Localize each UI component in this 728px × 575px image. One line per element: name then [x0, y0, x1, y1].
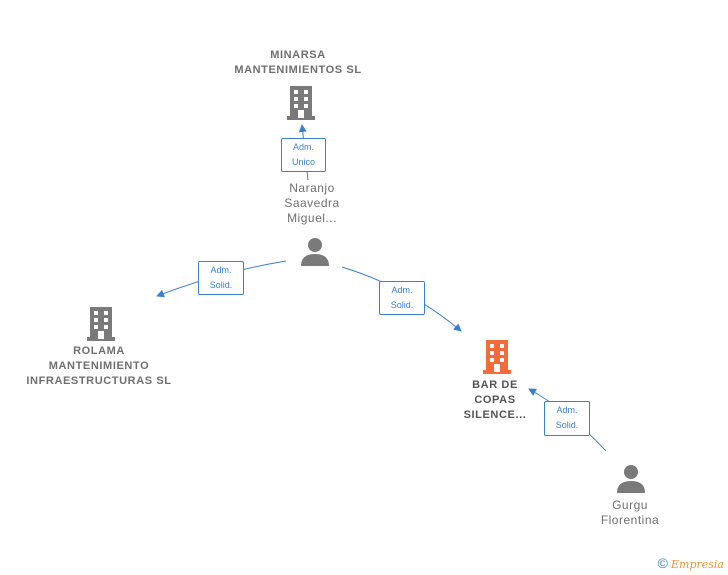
- building-icon: [287, 86, 315, 120]
- node-naranjo-line1: Naranjo: [289, 181, 335, 195]
- node-rolama-line1: ROLAMA: [73, 345, 125, 357]
- building-icon: [87, 307, 115, 341]
- edge-label-e1-line2: Unico: [291, 157, 315, 167]
- person-icon: [617, 465, 645, 493]
- edge-label-e2-line2: Solid.: [209, 280, 233, 290]
- node-gurgu-line2: Florentina: [600, 513, 660, 527]
- edge-label-e2-line1: Adm.: [210, 265, 232, 275]
- node-naranjo[interactable]: Naranjo Saavedra Miguel...: [262, 181, 362, 226]
- person-icon: [301, 238, 329, 266]
- footer-brand: © Empresia: [658, 555, 724, 571]
- edge-label-e4-line1: Adm.: [556, 405, 578, 415]
- edge-label-adm-unico[interactable]: Adm. Unico: [281, 138, 326, 172]
- node-bar-line3: SILENCE...: [463, 409, 527, 421]
- node-gurgu-line1: Gurgu: [612, 498, 648, 512]
- edge-label-adm-solid-bar[interactable]: Adm. Solid.: [379, 281, 425, 315]
- edge-label-e4-line2: Solid.: [555, 420, 579, 430]
- edge-label-e3-line2: Solid.: [390, 300, 414, 310]
- edge-label-e3-line1: Adm.: [391, 285, 413, 295]
- node-bar-line1: BAR DE: [472, 379, 518, 391]
- node-rolama-line3: INFRAESTRUCTURAS SL: [26, 375, 172, 387]
- node-gurgu[interactable]: Gurgu Florentina: [580, 498, 680, 528]
- building-icon-focus: [483, 340, 511, 374]
- brand-logo-text: Empresia: [671, 558, 724, 571]
- node-naranjo-line3: Miguel...: [287, 211, 337, 225]
- node-rolama-line2: MANTENIMIENTO: [48, 360, 150, 372]
- node-minarsa[interactable]: MINARSA MANTENIMIENTOS SL: [218, 48, 378, 78]
- copyright-icon: ©: [657, 555, 668, 571]
- node-bar-line2: COPAS: [474, 394, 516, 406]
- node-minarsa-line1: MINARSA: [270, 49, 326, 61]
- node-naranjo-line2: Saavedra: [284, 196, 340, 210]
- node-bar-de-copas[interactable]: BAR DE COPAS SILENCE...: [440, 378, 550, 423]
- node-minarsa-line2: MANTENIMIENTOS SL: [234, 64, 362, 76]
- node-rolama[interactable]: ROLAMA MANTENIMIENTO INFRAESTRUCTURAS SL: [14, 344, 184, 389]
- edge-label-adm-solid-gurgu[interactable]: Adm. Solid.: [544, 401, 590, 436]
- edge-label-adm-solid-rolama[interactable]: Adm. Solid.: [198, 261, 244, 295]
- edge-label-e1-line1: Adm.: [292, 142, 314, 152]
